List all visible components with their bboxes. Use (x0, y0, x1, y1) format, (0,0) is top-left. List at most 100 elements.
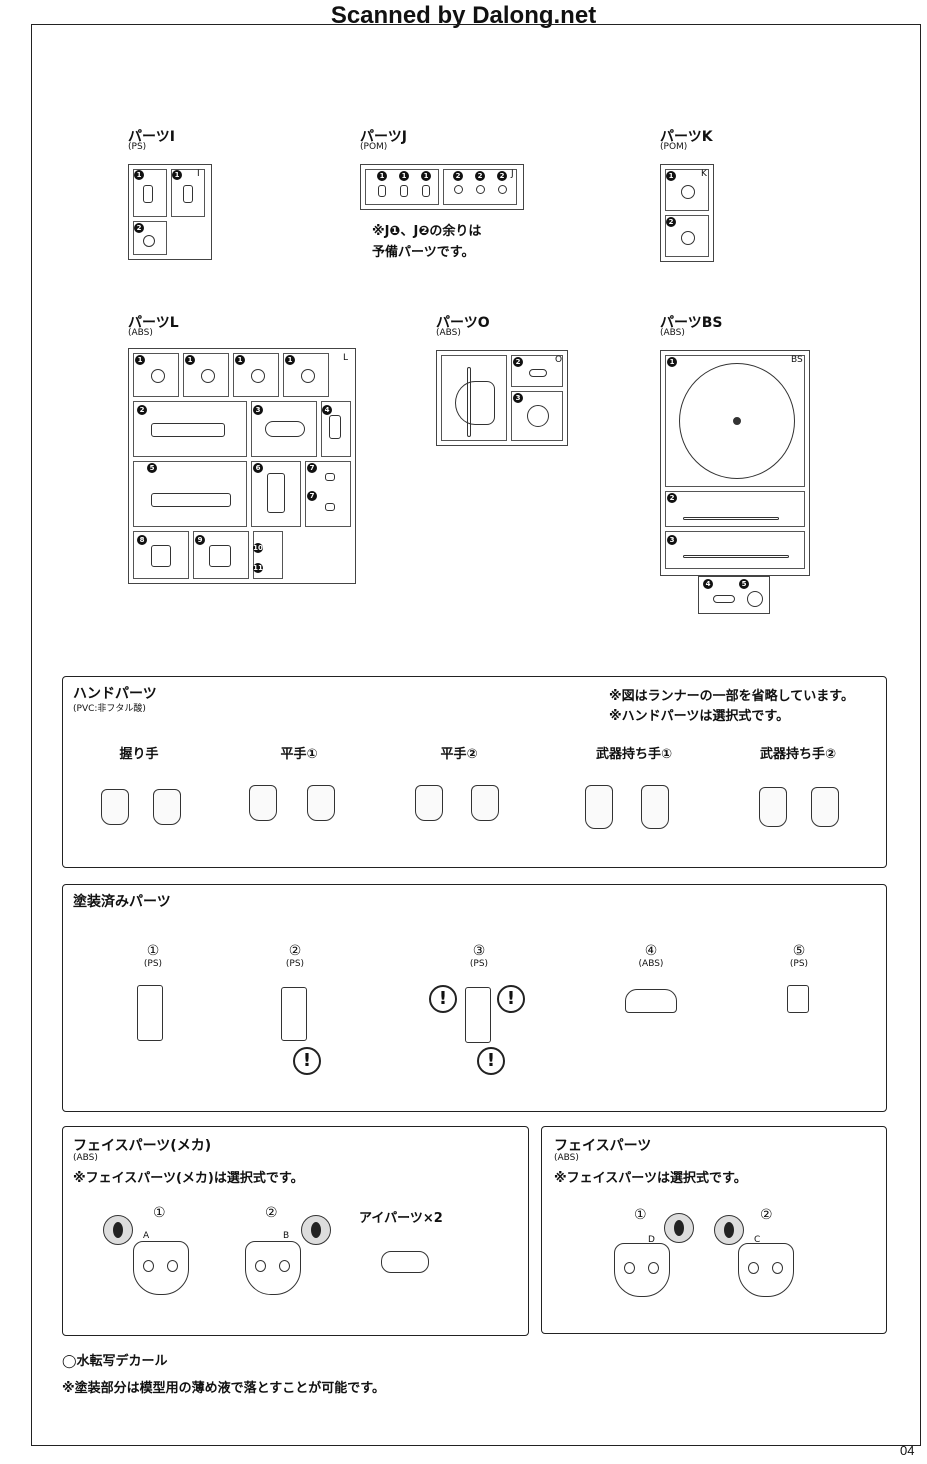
hand-weapon1-right (641, 785, 669, 829)
face-mecha-tag-b: B (283, 1231, 290, 1241)
runner-i-title: パーツI (128, 129, 175, 145)
face-mecha-label-1: ① (153, 1205, 166, 1221)
hand-parts-note-2: ※ハンドパーツは選択式です。 (609, 709, 790, 724)
face-material: (ABS) (554, 1153, 579, 1163)
runner-k: 1 2 K (660, 164, 714, 262)
runner-bs: 1 2 3 BS (660, 350, 810, 576)
runner-o-title: パーツO (436, 315, 490, 331)
hand-fist-left (101, 789, 129, 825)
eye-parts (381, 1251, 429, 1273)
hand-flat2-left (415, 785, 443, 821)
face-mecha-title: フェイスパーツ(メカ) (73, 1138, 212, 1154)
face-mecha-tag-a: A (143, 1231, 150, 1241)
runner-j-title: パーツJ (360, 129, 407, 145)
eye-decal-icon (103, 1215, 133, 1245)
face-mecha-box: フェイスパーツ(メカ) (ABS) ※フェイスパーツ(メカ)は選択式です。 ① … (62, 1126, 529, 1336)
part-i1 (143, 185, 153, 203)
hand-label-weapon-1: 武器持ち手① (595, 747, 672, 762)
eye-decal-icon (664, 1213, 694, 1243)
painted-part-2 (281, 987, 307, 1041)
face-mecha-2 (245, 1241, 301, 1295)
hand-fist-right (153, 789, 181, 825)
warning-icon: ! (293, 1047, 321, 1075)
painted-5-num: ⑤ (792, 943, 806, 959)
runner-i-tag: I (197, 169, 200, 179)
hand-label-weapon-2: 武器持ち手② (759, 747, 836, 762)
painted-part-4 (625, 989, 677, 1013)
hand-weapon2-right (811, 787, 839, 827)
runner-i: 1 1 2 I (128, 164, 212, 260)
runner-j-note-2: 予備パーツです。 (372, 245, 475, 260)
part-o-axe (455, 381, 495, 425)
painted-4-num: ④ (644, 943, 658, 959)
runner-l-title: パーツL (128, 315, 179, 331)
painted-parts-box: 塗装済みパーツ ① (PS) ② (PS) ! ③ (PS) ! ! ! ④ (… (62, 884, 887, 1112)
hand-label-flat-2: 平手② (440, 747, 478, 762)
runner-l: 1 1 1 1 2 3 4 5 6 7 7 8 9 10 11 L (128, 348, 356, 584)
painted-1-num: ① (146, 943, 160, 959)
painted-2-num: ② (288, 943, 302, 959)
face-label-2: ② (760, 1207, 773, 1223)
hand-flat1-left (249, 785, 277, 821)
face-mecha-material: (ABS) (73, 1153, 98, 1163)
hand-weapon1-left (585, 785, 613, 829)
hand-weapon2-left (759, 787, 787, 827)
hand-parts-title: ハンドパーツ (73, 686, 157, 702)
hand-flat2-right (471, 785, 499, 821)
runner-l-material: (ABS) (128, 328, 153, 338)
part-i2 (143, 235, 155, 247)
painted-parts-title: 塗装済みパーツ (73, 894, 171, 910)
painted-3-num: ③ (472, 943, 486, 959)
face-title: フェイスパーツ (554, 1138, 652, 1154)
part-i1b (183, 185, 193, 203)
part-bs-base (679, 363, 795, 479)
eye-parts-label: アイパーツ×2 (359, 1211, 443, 1226)
runner-k-tag: K (701, 169, 707, 179)
face-tag-c: C (754, 1235, 761, 1245)
painted-3-mat: (PS) (469, 959, 489, 969)
runner-o: 2 3 O (436, 350, 568, 446)
painted-5-mat: (PS) (789, 959, 809, 969)
face-tag-d: D (648, 1235, 655, 1245)
hand-parts-material: (PVC:非フタル酸) (73, 704, 146, 714)
face-mecha-1 (133, 1241, 189, 1295)
hand-parts-box: ハンドパーツ (PVC:非フタル酸) ※図はランナーの一部を省略しています。 ※… (62, 676, 887, 868)
face-box: フェイスパーツ (ABS) ※フェイスパーツは選択式です。 ① D ② C (541, 1126, 887, 1334)
page-number: 04 (900, 1443, 915, 1458)
runner-j-note-1: ※J❶、J❷の余りは (372, 224, 482, 239)
runner-k-title: パーツK (660, 129, 713, 145)
face-2 (738, 1243, 794, 1297)
painted-2-mat: (PS) (285, 959, 305, 969)
warning-icon: ! (429, 985, 457, 1013)
face-mecha-label-2: ② (265, 1205, 278, 1221)
runner-l-tag: L (343, 353, 349, 363)
hand-label-fist: 握り手 (119, 747, 159, 762)
eye-decal-icon (301, 1215, 331, 1245)
runner-o-material: (ABS) (436, 328, 461, 338)
runner-bs-title: パーツBS (660, 315, 723, 331)
warning-icon: ! (477, 1047, 505, 1075)
face-label-1: ① (634, 1207, 647, 1223)
painted-part-5 (787, 985, 809, 1013)
runner-j-tag: J (511, 169, 514, 179)
painted-4-mat: (ABS) (638, 959, 664, 969)
warning-icon: ! (497, 985, 525, 1013)
painted-part-1 (137, 985, 163, 1041)
hand-label-flat-1: 平手① (280, 747, 318, 762)
runner-bs-lower: 4 5 (698, 576, 770, 614)
runner-bs-tag: BS (791, 355, 803, 365)
runner-j-material: (POM) (360, 142, 388, 152)
face-1 (614, 1243, 670, 1297)
painted-1-mat: (PS) (143, 959, 163, 969)
runner-i-material: (PS) (128, 142, 147, 152)
painted-part-3 (465, 987, 491, 1043)
face-mecha-note: ※フェイスパーツ(メカ)は選択式です。 (73, 1171, 304, 1186)
runner-bs-material: (ABS) (660, 328, 685, 338)
eye-decal-icon (714, 1215, 744, 1245)
paint-note: ※塗装部分は模型用の薄め液で落とすことが可能です。 (62, 1381, 385, 1396)
face-note: ※フェイスパーツは選択式です。 (554, 1171, 747, 1186)
hand-flat1-right (307, 785, 335, 821)
decal-note: ◯水転写デカール (62, 1354, 168, 1369)
runner-j: 1 1 1 2 2 2 J (360, 164, 524, 210)
runner-o-tag: O (555, 355, 563, 365)
